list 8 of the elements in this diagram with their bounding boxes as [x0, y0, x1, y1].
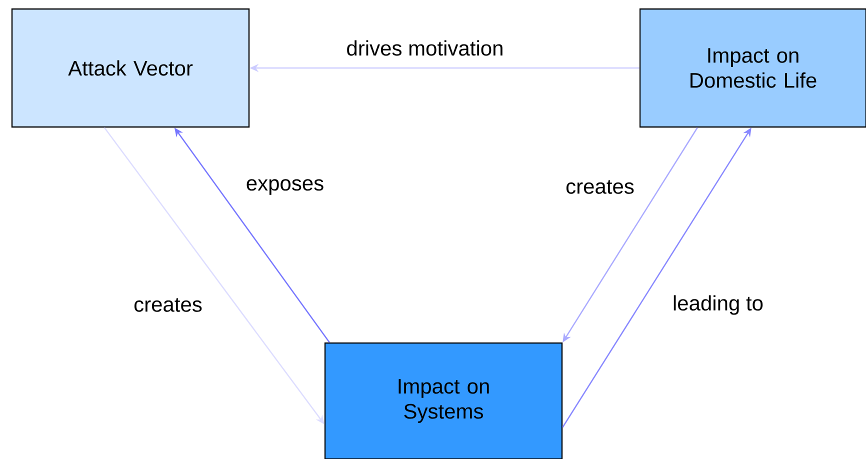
edge-label: creates	[564, 179, 636, 195]
edge-label: creates	[132, 297, 204, 313]
process-box: Impact on Domestic Life	[639, 8, 866, 128]
edge-label: drives motivation	[345, 39, 505, 57]
edge-label: leading to	[671, 294, 765, 316]
process-box: Attack Vector	[11, 8, 250, 128]
process-box: Impact on Systems	[324, 342, 563, 459]
edge-label: exposes	[244, 178, 326, 196]
